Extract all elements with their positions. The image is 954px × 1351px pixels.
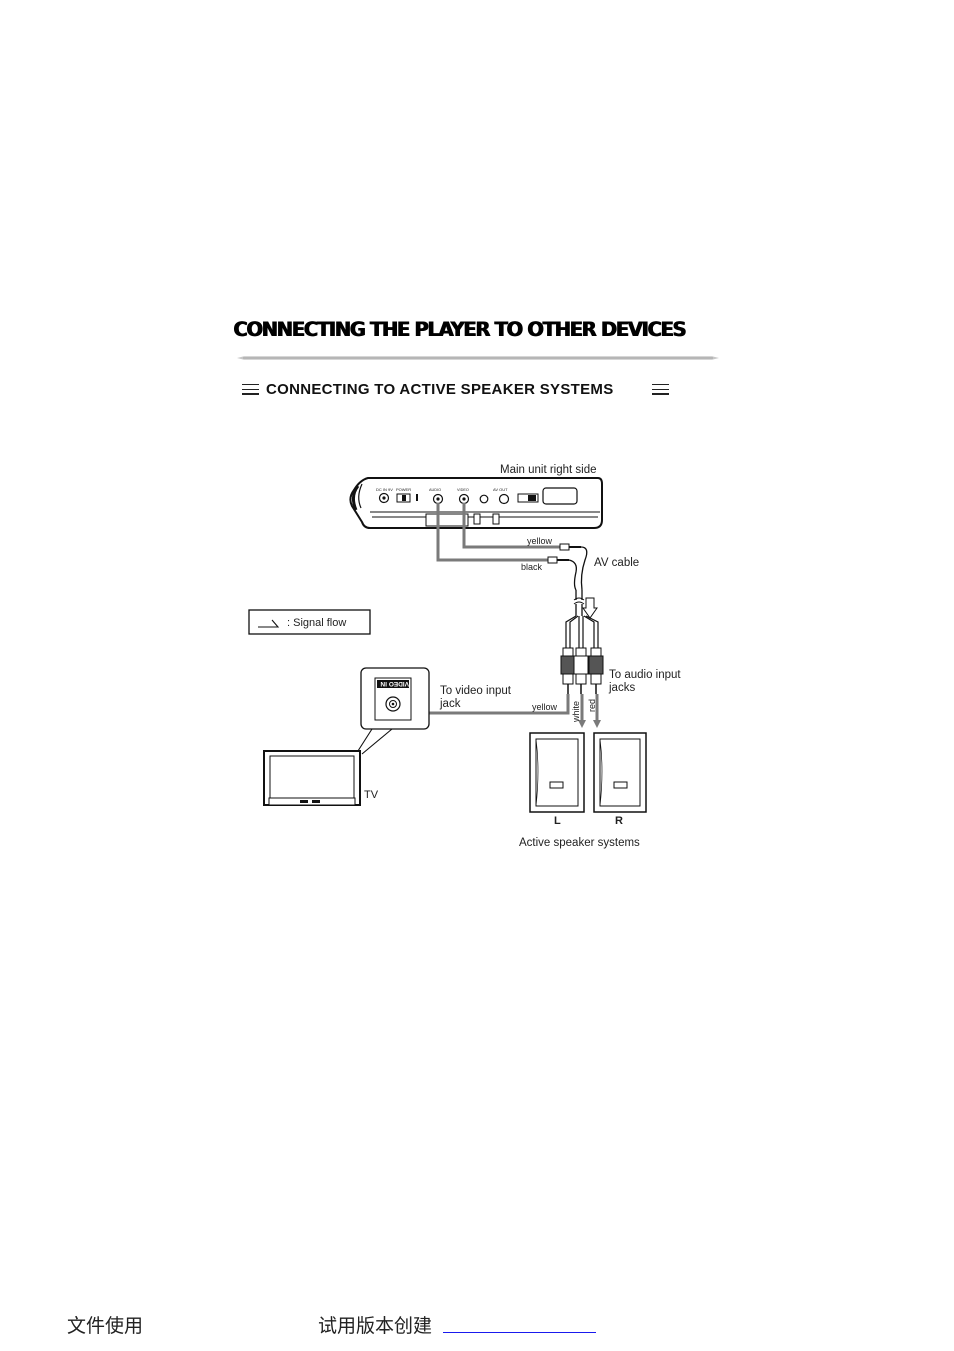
plug-red-label: red — [587, 699, 597, 712]
tv-label: TV — [364, 789, 379, 801]
title-divider — [237, 356, 719, 360]
svg-text:POWER: POWER — [396, 487, 411, 492]
signal-flow-legend: : Signal flow — [248, 609, 371, 635]
footer-link[interactable] — [443, 1312, 596, 1333]
tv-icon — [263, 750, 361, 806]
main-unit: DC IN 9V POWER AUDIO VIDEO AV OUT — [349, 477, 603, 529]
page-title: CONNECTING THE PLAYER TO OTHER DEVICES — [233, 318, 686, 341]
plug-yellow-label: yellow — [532, 702, 558, 712]
menu-lines-icon — [242, 384, 259, 397]
rca-split — [565, 615, 599, 648]
menu-lines-icon — [652, 384, 669, 397]
cable-black-label: black — [521, 562, 543, 572]
section-title-text: CONNECTING TO ACTIVE SPEAKER SYSTEMS — [266, 381, 614, 398]
svg-text:AUDIO: AUDIO — [429, 488, 441, 492]
rca-plug-yellow — [560, 647, 576, 694]
footer-mid-text: 试用版本创建 — [318, 1315, 433, 1337]
section-heading: CONNECTING TO ACTIVE SPEAKER SYSTEMS — [242, 381, 682, 401]
video-input-label: To video input — [440, 685, 512, 697]
video-in-panel-label: VIDEO IN — [380, 680, 409, 687]
signal-arrow-icon — [258, 619, 280, 628]
cable-yellow-label: yellow — [527, 536, 553, 546]
signal-arrows — [418, 694, 601, 728]
speaker-left — [529, 732, 585, 813]
speaker-right-label: R — [615, 815, 623, 827]
speaker-right — [593, 732, 647, 813]
svg-text:AV OUT: AV OUT — [493, 487, 508, 492]
rca-plug-white — [573, 647, 589, 694]
video-input-label-2: jack — [439, 698, 461, 710]
speaker-left-label: L — [554, 815, 561, 827]
rca-plug-red — [588, 647, 604, 694]
main-unit-label: Main unit right side — [500, 464, 597, 476]
plug-white-label: white — [571, 701, 581, 723]
svg-text:VIDEO: VIDEO — [457, 488, 469, 492]
video-in-callout: VIDEO IN — [355, 667, 430, 755]
speakers-caption: Active speaker systems — [519, 837, 640, 849]
footer-left-text: 文件使用 — [67, 1315, 144, 1337]
svg-text:DC IN 9V: DC IN 9V — [376, 487, 393, 492]
audio-input-label: To audio input — [609, 669, 681, 681]
av-cable-top — [436, 503, 598, 619]
legend-text: : Signal flow — [287, 617, 346, 629]
av-cable-label: AV cable — [594, 557, 639, 569]
audio-input-label-2: jacks — [608, 682, 635, 694]
